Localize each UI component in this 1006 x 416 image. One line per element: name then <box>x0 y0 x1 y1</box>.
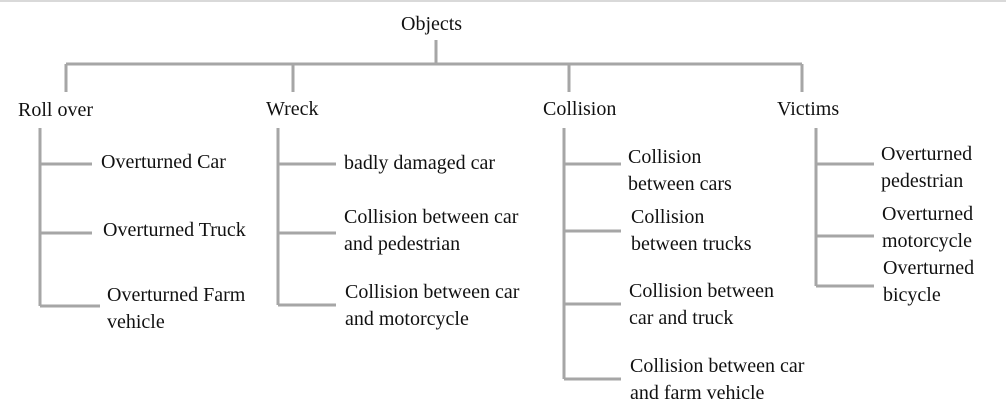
leaf-collision-between-trucks: Collision between trucks <box>631 206 752 255</box>
leaf-badly-damaged-car: badly damaged car <box>344 152 496 174</box>
leaf-overturned-motorcycle: Overturned motorcycle <box>882 203 974 252</box>
category-victims: Victims <box>777 98 840 120</box>
leaf-overturned-pedestrian: Overturned pedestrian <box>881 143 973 192</box>
leaf-overturned-farm-vehicle: Overturned Farm vehicle <box>107 284 246 333</box>
category-collision: Collision <box>543 98 617 120</box>
leaf-collision-car-farm-vehicle: Collision between car and farm vehicle <box>630 355 805 404</box>
root-node: Objects <box>401 13 463 35</box>
leaf-collision-car-pedestrian: Collision between car and pedestrian <box>344 206 519 255</box>
category-wreck: Wreck <box>266 98 319 120</box>
leaf-overturned-car: Overturned Car <box>101 151 226 173</box>
leaf-collision-car-truck: Collision between car and truck <box>629 280 774 329</box>
top-border <box>0 0 1006 2</box>
leaf-overturned-bicycle: Overturned bicycle <box>883 257 975 306</box>
leaf-collision-car-motorcycle: Collision between car and motorcycle <box>345 281 520 330</box>
leaf-overturned-truck: Overturned Truck <box>103 219 246 241</box>
category-roll-over: Roll over <box>18 99 93 121</box>
leaf-collision-between-cars: Collision between cars <box>628 146 732 195</box>
